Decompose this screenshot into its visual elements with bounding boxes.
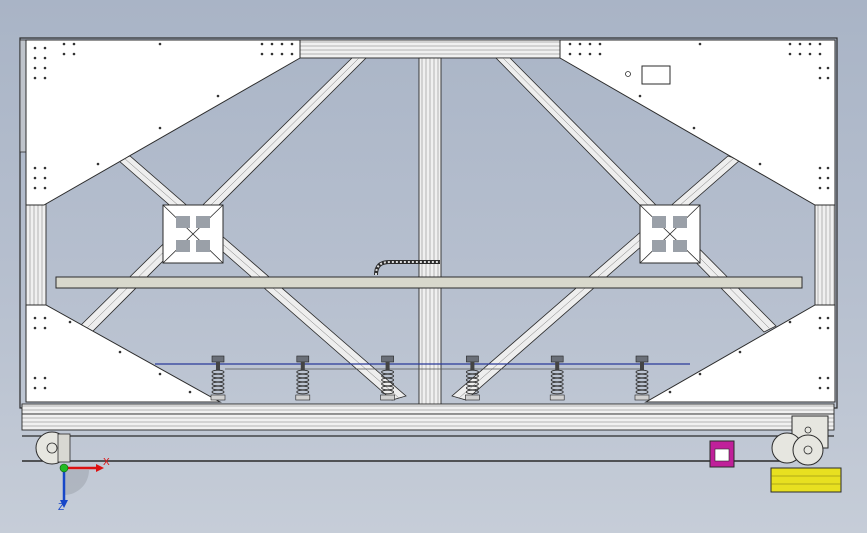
cable-chain [374,260,440,276]
spring-assemblies [210,355,650,401]
gusset-plates [25,39,836,403]
x-axis-label: X [103,457,110,468]
z-axis-label: Z [58,502,65,513]
spring-assembly [380,355,395,401]
cross-bracket-right [639,204,701,264]
left-post [25,199,47,309]
top-rail [299,39,561,59]
origin-point [59,463,69,473]
left-wheel [35,431,71,465]
center-post [418,57,442,407]
plate-holes [33,42,830,394]
spring-assembly [549,355,565,401]
base-rail-upper [21,403,835,415]
mount-box [641,65,671,85]
spring-assembly [295,355,311,401]
cross-bracket-left [162,204,224,264]
left-side-panel [19,39,27,153]
yellow-roll [770,467,842,493]
right-wheel [771,415,829,466]
coordinate-triad [59,463,104,508]
spring-assembly [465,355,480,401]
magenta-bracket [709,440,735,468]
right-post [814,199,836,309]
base-rail-lower [21,413,835,431]
horizontal-crossbar [55,276,803,289]
spring-assembly [634,355,650,401]
spring-assembly [210,355,226,401]
